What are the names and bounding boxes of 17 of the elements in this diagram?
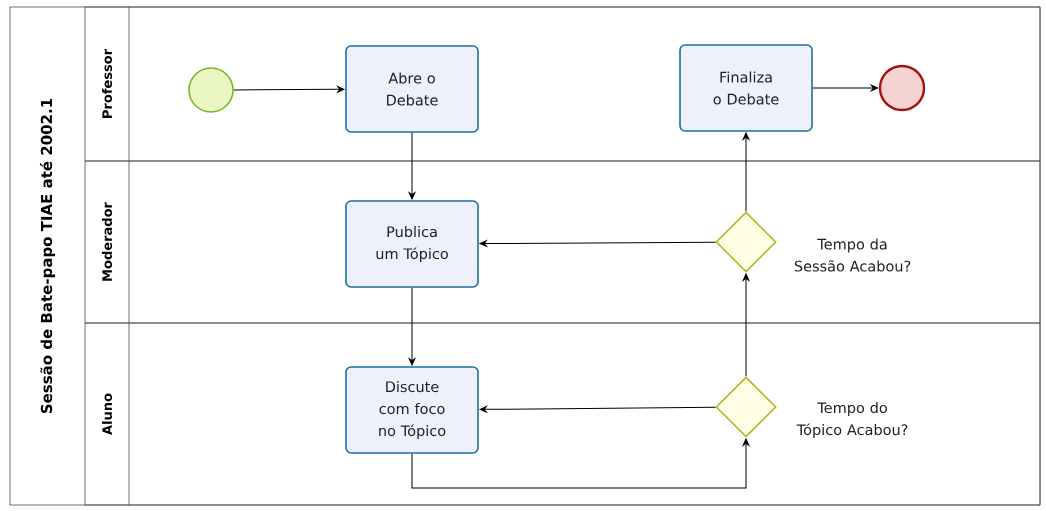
arrow [742,132,750,212]
task-box: Abre o Debate [345,45,479,133]
arrow [411,438,750,489]
arrow [479,406,716,413]
task-box: Discute com foco no Tópico [345,366,479,454]
arrow [408,287,416,366]
task-box: Finaliza o Debate [679,44,813,132]
arrow [742,273,750,377]
end-event-circle [878,64,926,112]
arrow [233,86,345,93]
node-label: Tempo do Tópico Acabou? [796,401,908,439]
arrow [812,84,879,92]
arrow [479,240,716,247]
node-label: Tempo da Sessão Acabou? [794,238,911,272]
start-event-circle [188,67,234,113]
task-box: Publica um Tópico [345,200,479,288]
arrow [408,132,416,200]
